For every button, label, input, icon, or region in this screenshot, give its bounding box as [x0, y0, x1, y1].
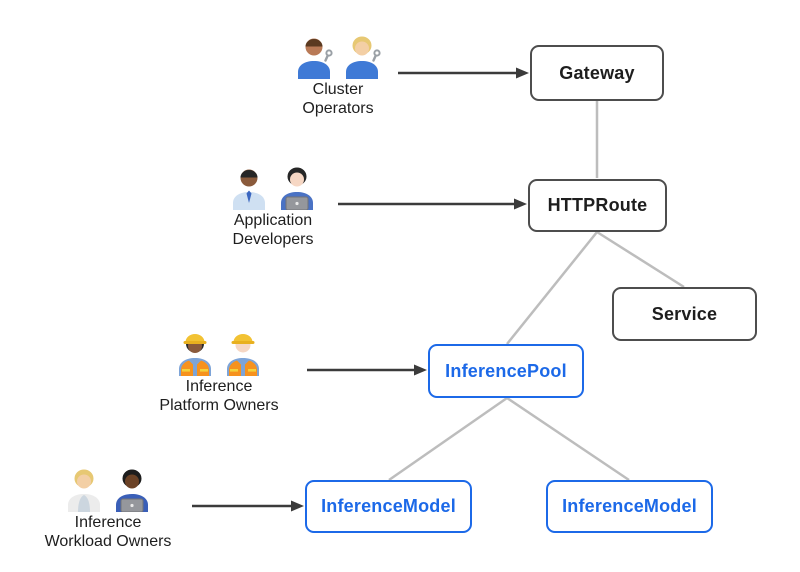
arrowhead-httproute — [514, 198, 527, 210]
persona-label-cluster-operators: Cluster Operators — [256, 81, 420, 118]
service-node: Service — [612, 287, 757, 341]
connector-httproute-inferencepool — [506, 231, 598, 345]
construction-workers-pair-icon — [179, 334, 259, 376]
office-worker-and-technologist-icon — [233, 167, 313, 210]
persona-application-developers: Application Developers — [191, 164, 355, 249]
persona-label-line: Developers — [232, 230, 314, 248]
persona-label-line: Application — [233, 212, 313, 229]
connector-inferencepool-inferencemodel-left — [388, 396, 508, 482]
mechanics-pair-icon — [298, 36, 381, 79]
inferencemodel-left-label: InferenceModel — [321, 496, 456, 516]
persona-label-line: Cluster — [312, 81, 364, 98]
httproute-node-label: HTTPRoute — [547, 195, 648, 215]
persona-label-line: Inference — [74, 514, 142, 531]
arrowhead-gateway — [516, 67, 529, 79]
persona-label-application-developers: Application Developers — [191, 212, 355, 249]
health-worker-and-technologist-icon — [68, 469, 148, 512]
man-office-worker-figure — [233, 169, 265, 210]
httproute-node: HTTPRoute — [528, 179, 667, 232]
arrowhead-inferencemodel — [291, 500, 304, 512]
inferencemodel-node-left: InferenceModel — [305, 480, 472, 533]
man-construction-worker-figure — [227, 334, 259, 376]
man-mechanic-figure — [298, 38, 333, 79]
persona-label-line: Operators — [302, 99, 374, 117]
persona-cluster-operators: Cluster Operators — [256, 33, 420, 118]
inferencemodel-node-right: InferenceModel — [546, 480, 713, 533]
connector-httproute-service — [596, 230, 685, 289]
persona-label-line: Platform Owners — [159, 396, 279, 414]
persona-label-line: Inference — [185, 378, 253, 395]
gateway-node: Gateway — [530, 45, 664, 101]
arrowhead-inferencepool — [414, 364, 427, 376]
persona-label-line: Workload Owners — [44, 532, 172, 550]
persona-inference-platform-owners: Inference Platform Owners — [137, 330, 301, 415]
inferencepool-node: InferencePool — [428, 344, 584, 398]
persona-inference-workload-owners: Inference Workload Owners — [26, 466, 190, 551]
woman-mechanic-figure — [346, 36, 381, 79]
inferencemodel-right-label: InferenceModel — [562, 496, 697, 516]
gateway-node-label: Gateway — [559, 62, 635, 83]
woman-construction-worker-figure — [179, 334, 211, 376]
woman-technologist-figure — [281, 167, 313, 210]
health-worker-figure — [68, 469, 100, 512]
persona-label-inference-workload-owners: Inference Workload Owners — [26, 514, 190, 551]
persona-arrows — [192, 67, 529, 512]
man-technologist-figure — [116, 469, 148, 512]
connector-inferencepool-inferencemodel-right — [506, 396, 630, 482]
persona-label-inference-platform-owners: Inference Platform Owners — [137, 378, 301, 415]
service-node-label: Service — [651, 303, 718, 324]
inferencepool-node-label: InferencePool — [445, 360, 567, 381]
